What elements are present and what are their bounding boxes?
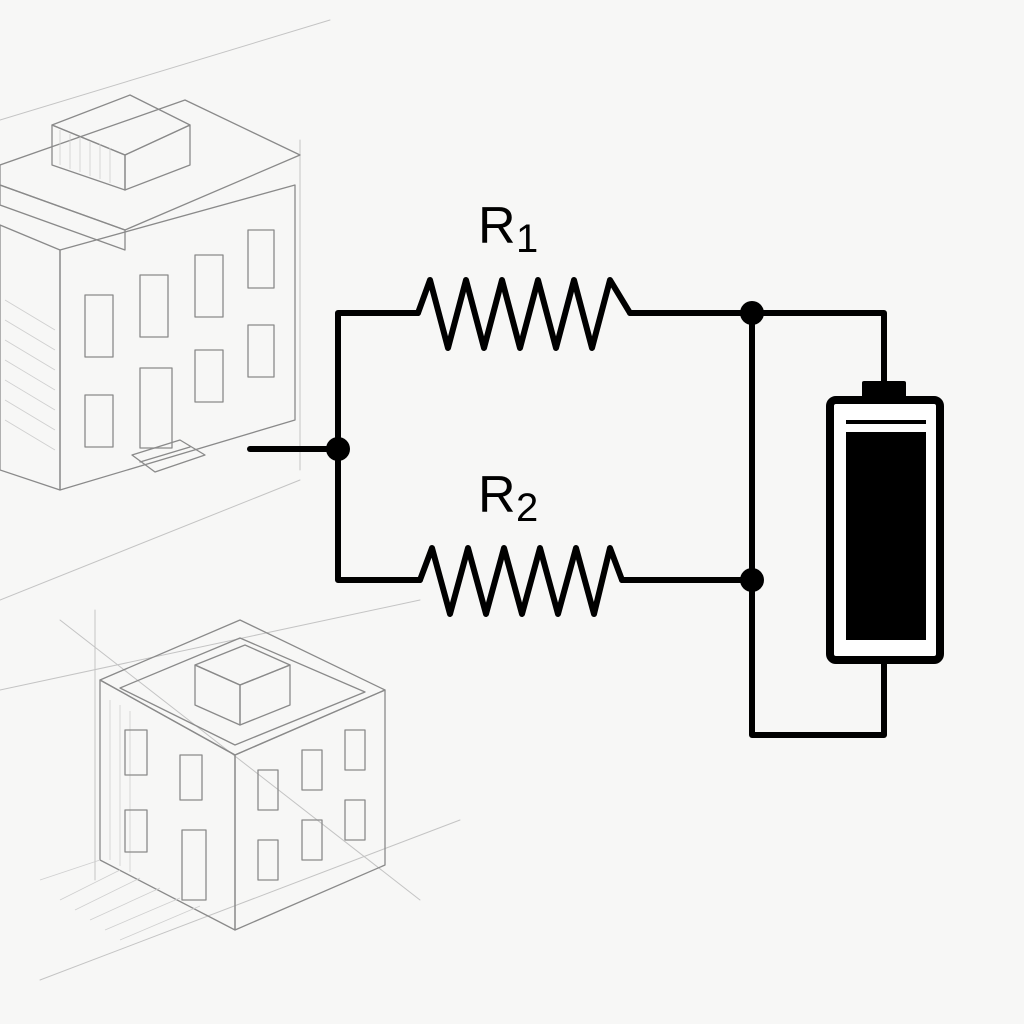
battery-icon	[826, 381, 944, 664]
junction-bottom-right	[740, 568, 764, 592]
resistor-r1: R 1	[415, 197, 633, 351]
resistor-r1-label: R	[478, 197, 516, 255]
ground-shadow	[39, 859, 201, 941]
resistor-r2-label: R	[478, 466, 516, 524]
roof-box-hatch	[59, 130, 111, 183]
left-rail-wire	[335, 310, 423, 583]
right-rail-wire	[749, 310, 887, 738]
battery-top-lead-wire	[749, 310, 887, 386]
junction-nodes	[326, 301, 764, 592]
building-sketch-icon	[39, 619, 386, 941]
resistor-r2-zigzag	[417, 545, 625, 617]
circuit-wires	[247, 310, 887, 738]
resistor-r1-subscript: 1	[516, 217, 538, 261]
resistor-r2-subscript: 2	[516, 486, 538, 530]
perspective-guides	[0, 19, 461, 981]
building-sketch-icon	[0, 94, 301, 491]
resistor-r1-zigzag	[415, 277, 633, 351]
junction-left	[326, 437, 350, 461]
wall-hatch	[109, 700, 131, 872]
battery-fill	[846, 432, 926, 640]
resistor-r2: R 2	[417, 466, 625, 617]
junction-top-right	[740, 301, 764, 325]
side-wall-hatch	[4, 299, 56, 451]
